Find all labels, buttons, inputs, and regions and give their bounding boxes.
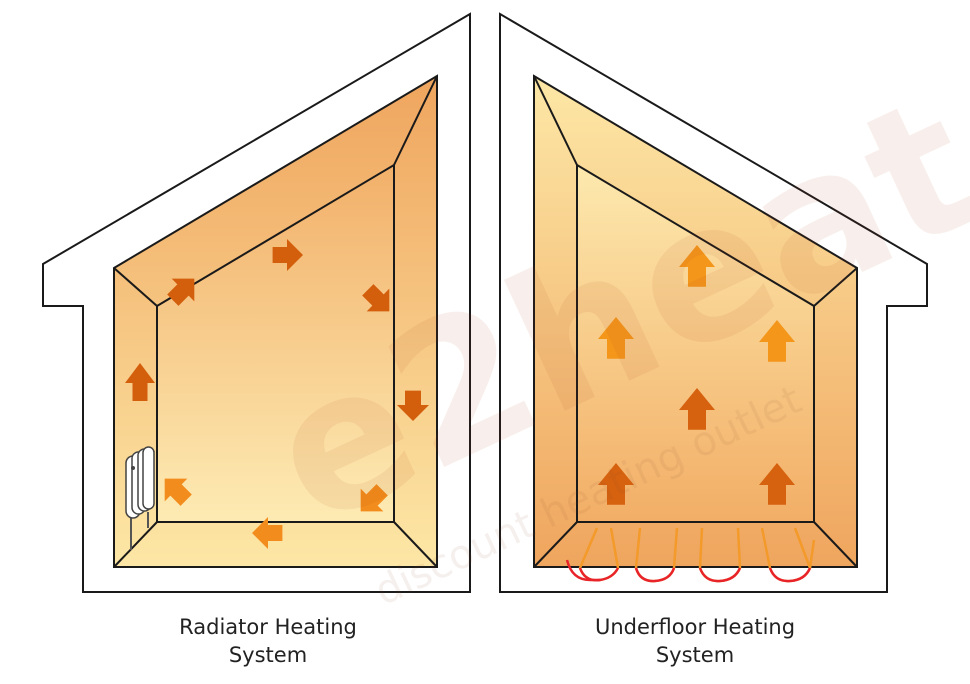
radiator-caption-line1: Radiator Heating bbox=[179, 615, 357, 639]
underfloor-caption-line2: System bbox=[655, 643, 735, 667]
radiator-caption: Radiator Heating System bbox=[118, 613, 418, 669]
underfloor-house bbox=[499, 12, 928, 593]
underfloor-caption-line1: Underfloor Heating bbox=[594, 615, 796, 639]
underfloor-caption: Underfloor Heating System bbox=[545, 613, 845, 669]
underfloor-pipe-icon bbox=[565, 527, 816, 583]
radiator-house bbox=[42, 12, 471, 593]
radiator-icon bbox=[125, 446, 155, 550]
radiator-caption-line2: System bbox=[228, 643, 308, 667]
